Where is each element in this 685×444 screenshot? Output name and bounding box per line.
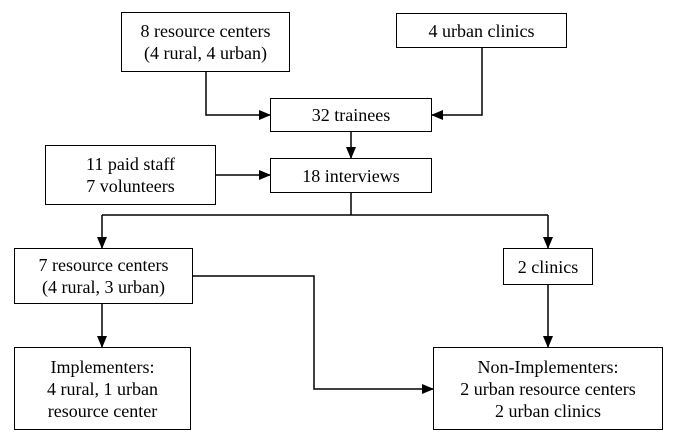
arrow-resource-centers-7-to-non-implementers (193, 275, 434, 394)
resource-centers-line-1: 8 resource centers (140, 21, 271, 41)
box-staff: 11 paid staff 7 volunteers (45, 145, 216, 205)
staff-line-1: 11 paid staff (86, 154, 175, 174)
arrow-urban-clinics-to-trainees (431, 48, 483, 120)
resource-centers-7-line-1: 7 resource centers (38, 255, 169, 275)
box-non-implementers: Non-Implementers: 2 urban resource cente… (433, 347, 663, 430)
box-resource-centers: 8 resource centers (4 rural, 4 urban) (121, 12, 290, 72)
non-implementers-line-3: 2 urban clinics (495, 400, 601, 421)
box-resource-centers-7: 7 resource centers (4 rural, 3 urban) (14, 248, 193, 304)
box-implementers: Implementers: 4 rural, 1 urban resource … (14, 347, 191, 430)
clinics-2-line-1: 2 clinics (517, 256, 579, 277)
implementers-line-3: resource center (47, 400, 158, 421)
staff-line-2: 7 volunteers (86, 176, 175, 196)
implementers-line-2: 4 rural, 1 urban (47, 378, 158, 399)
resource-centers-7-line-2: (4 rural, 3 urban) (42, 277, 165, 297)
non-implementers-line-1: Non-Implementers: (477, 356, 619, 377)
non-implementers-line-2: 2 urban resource centers (460, 378, 636, 399)
box-clinics-2: 2 clinics (503, 248, 593, 285)
box-trainees: 32 trainees (270, 98, 432, 132)
arrow-resource-centers-to-trainees (205, 72, 271, 120)
box-interviews: 18 interviews (270, 158, 432, 193)
trainees-line-1: 32 trainees (311, 105, 391, 125)
urban-clinics-line-1: 4 urban clinics (428, 20, 535, 41)
resource-centers-line-2: (4 rural, 4 urban) (144, 43, 267, 63)
box-urban-clinics: 4 urban clinics (396, 13, 567, 48)
implementers-line-1: Implementers: (50, 356, 155, 377)
interviews-line-1: 18 interviews (302, 165, 400, 186)
